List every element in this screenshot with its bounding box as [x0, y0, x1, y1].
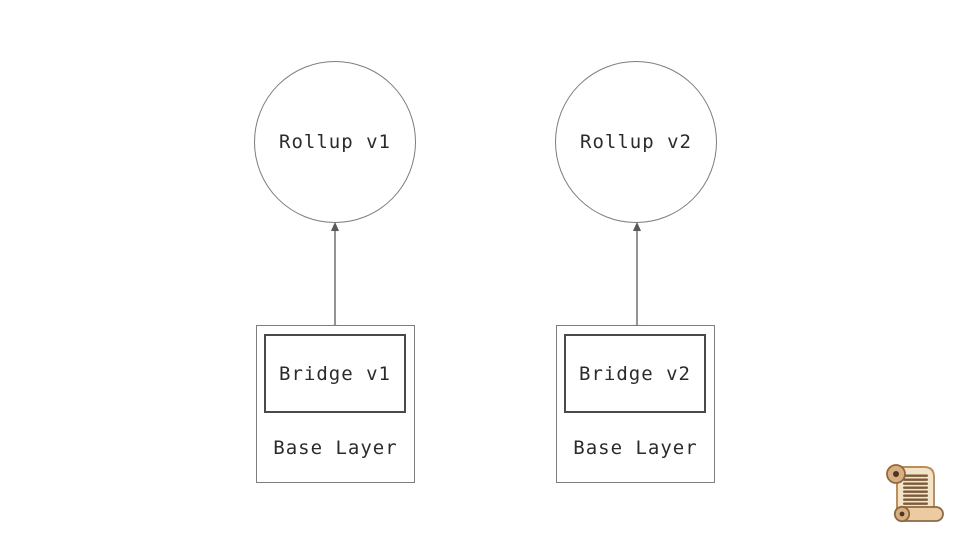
rollup-v2-node: Rollup v2	[555, 61, 717, 223]
scroll-icon	[884, 461, 946, 527]
base-layer-v2-label: Base Layer	[573, 437, 698, 459]
rollup-v2-label: Rollup v2	[580, 131, 692, 153]
base-layer-v1-box: Bridge v1 Base Layer	[256, 325, 415, 483]
bridge-v1-label: Bridge v1	[279, 362, 391, 385]
bridge-v2-label: Bridge v2	[579, 362, 691, 385]
rollup-v1-label: Rollup v1	[279, 131, 391, 153]
rollup-v1-node: Rollup v1	[254, 61, 416, 223]
bridge-v2-box: Bridge v2	[564, 334, 706, 413]
base-layer-v2-box: Bridge v2 Base Layer	[556, 325, 715, 483]
bridge-v1-box: Bridge v1	[264, 334, 406, 413]
arrow-rollup-v2-bridge-v2	[632, 221, 642, 335]
base-layer-v1-label: Base Layer	[273, 437, 398, 459]
arrow-rollup-v1-bridge-v1	[330, 221, 340, 335]
